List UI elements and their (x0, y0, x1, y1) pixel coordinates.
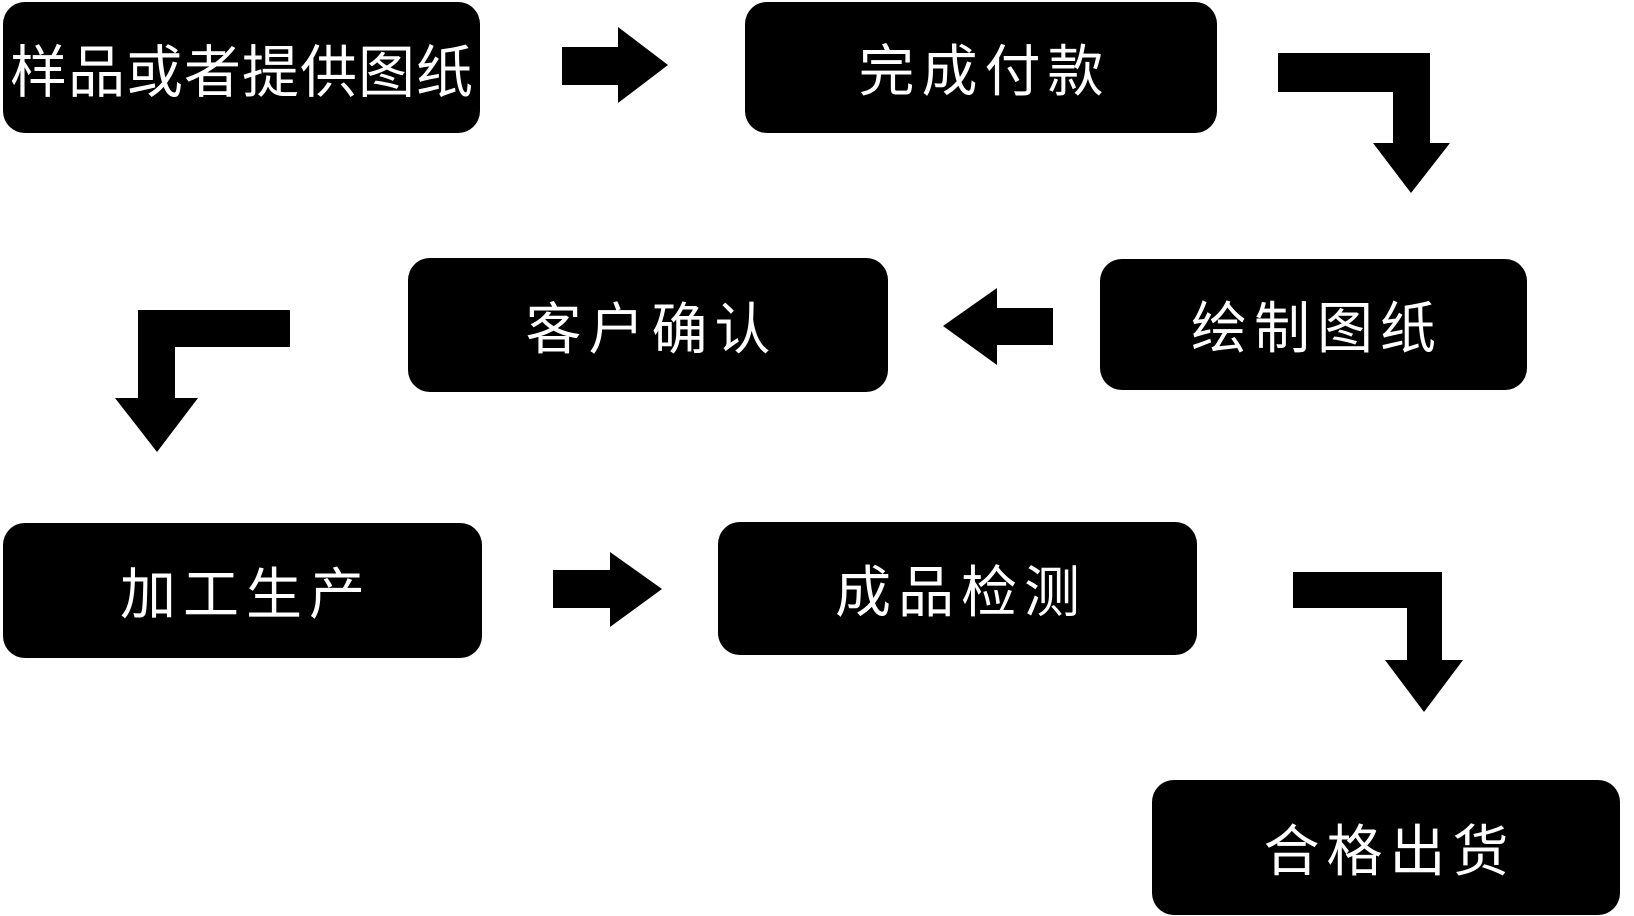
node-complete-payment-label: 完成付款 (858, 40, 1111, 103)
arrow-elbow-down-confirm-to-production-icon (115, 310, 290, 452)
node-processing-production: 加工生产 (3, 523, 482, 658)
node-customer-confirm-label: 客户确认 (525, 297, 778, 361)
node-processing-production-label: 加工生产 (120, 563, 372, 626)
node-sample-or-drawings: 样品或者提供图纸 (3, 2, 480, 133)
node-product-inspection-label: 成品检测 (835, 561, 1087, 624)
node-draw-drawings: 绘制图纸 (1100, 259, 1527, 390)
node-complete-payment: 完成付款 (745, 2, 1217, 133)
node-qualified-shipment: 合格出货 (1152, 780, 1620, 915)
node-qualified-shipment-label: 合格出货 (1263, 820, 1516, 883)
arrow-left-drawing-to-confirm-icon (943, 288, 1053, 365)
node-product-inspection: 成品检测 (718, 522, 1197, 655)
node-customer-confirm: 客户确认 (408, 258, 888, 392)
arrow-elbow-down-payment-to-drawing-icon (1278, 53, 1450, 193)
node-sample-or-drawings-label: 样品或者提供图纸 (10, 40, 474, 105)
node-draw-drawings-label: 绘制图纸 (1191, 297, 1443, 360)
arrow-right-production-to-inspection-icon (553, 552, 662, 627)
arrow-elbow-down-inspection-to-shipment-icon (1293, 572, 1463, 712)
arrow-right-sample-to-payment-icon (562, 27, 668, 103)
